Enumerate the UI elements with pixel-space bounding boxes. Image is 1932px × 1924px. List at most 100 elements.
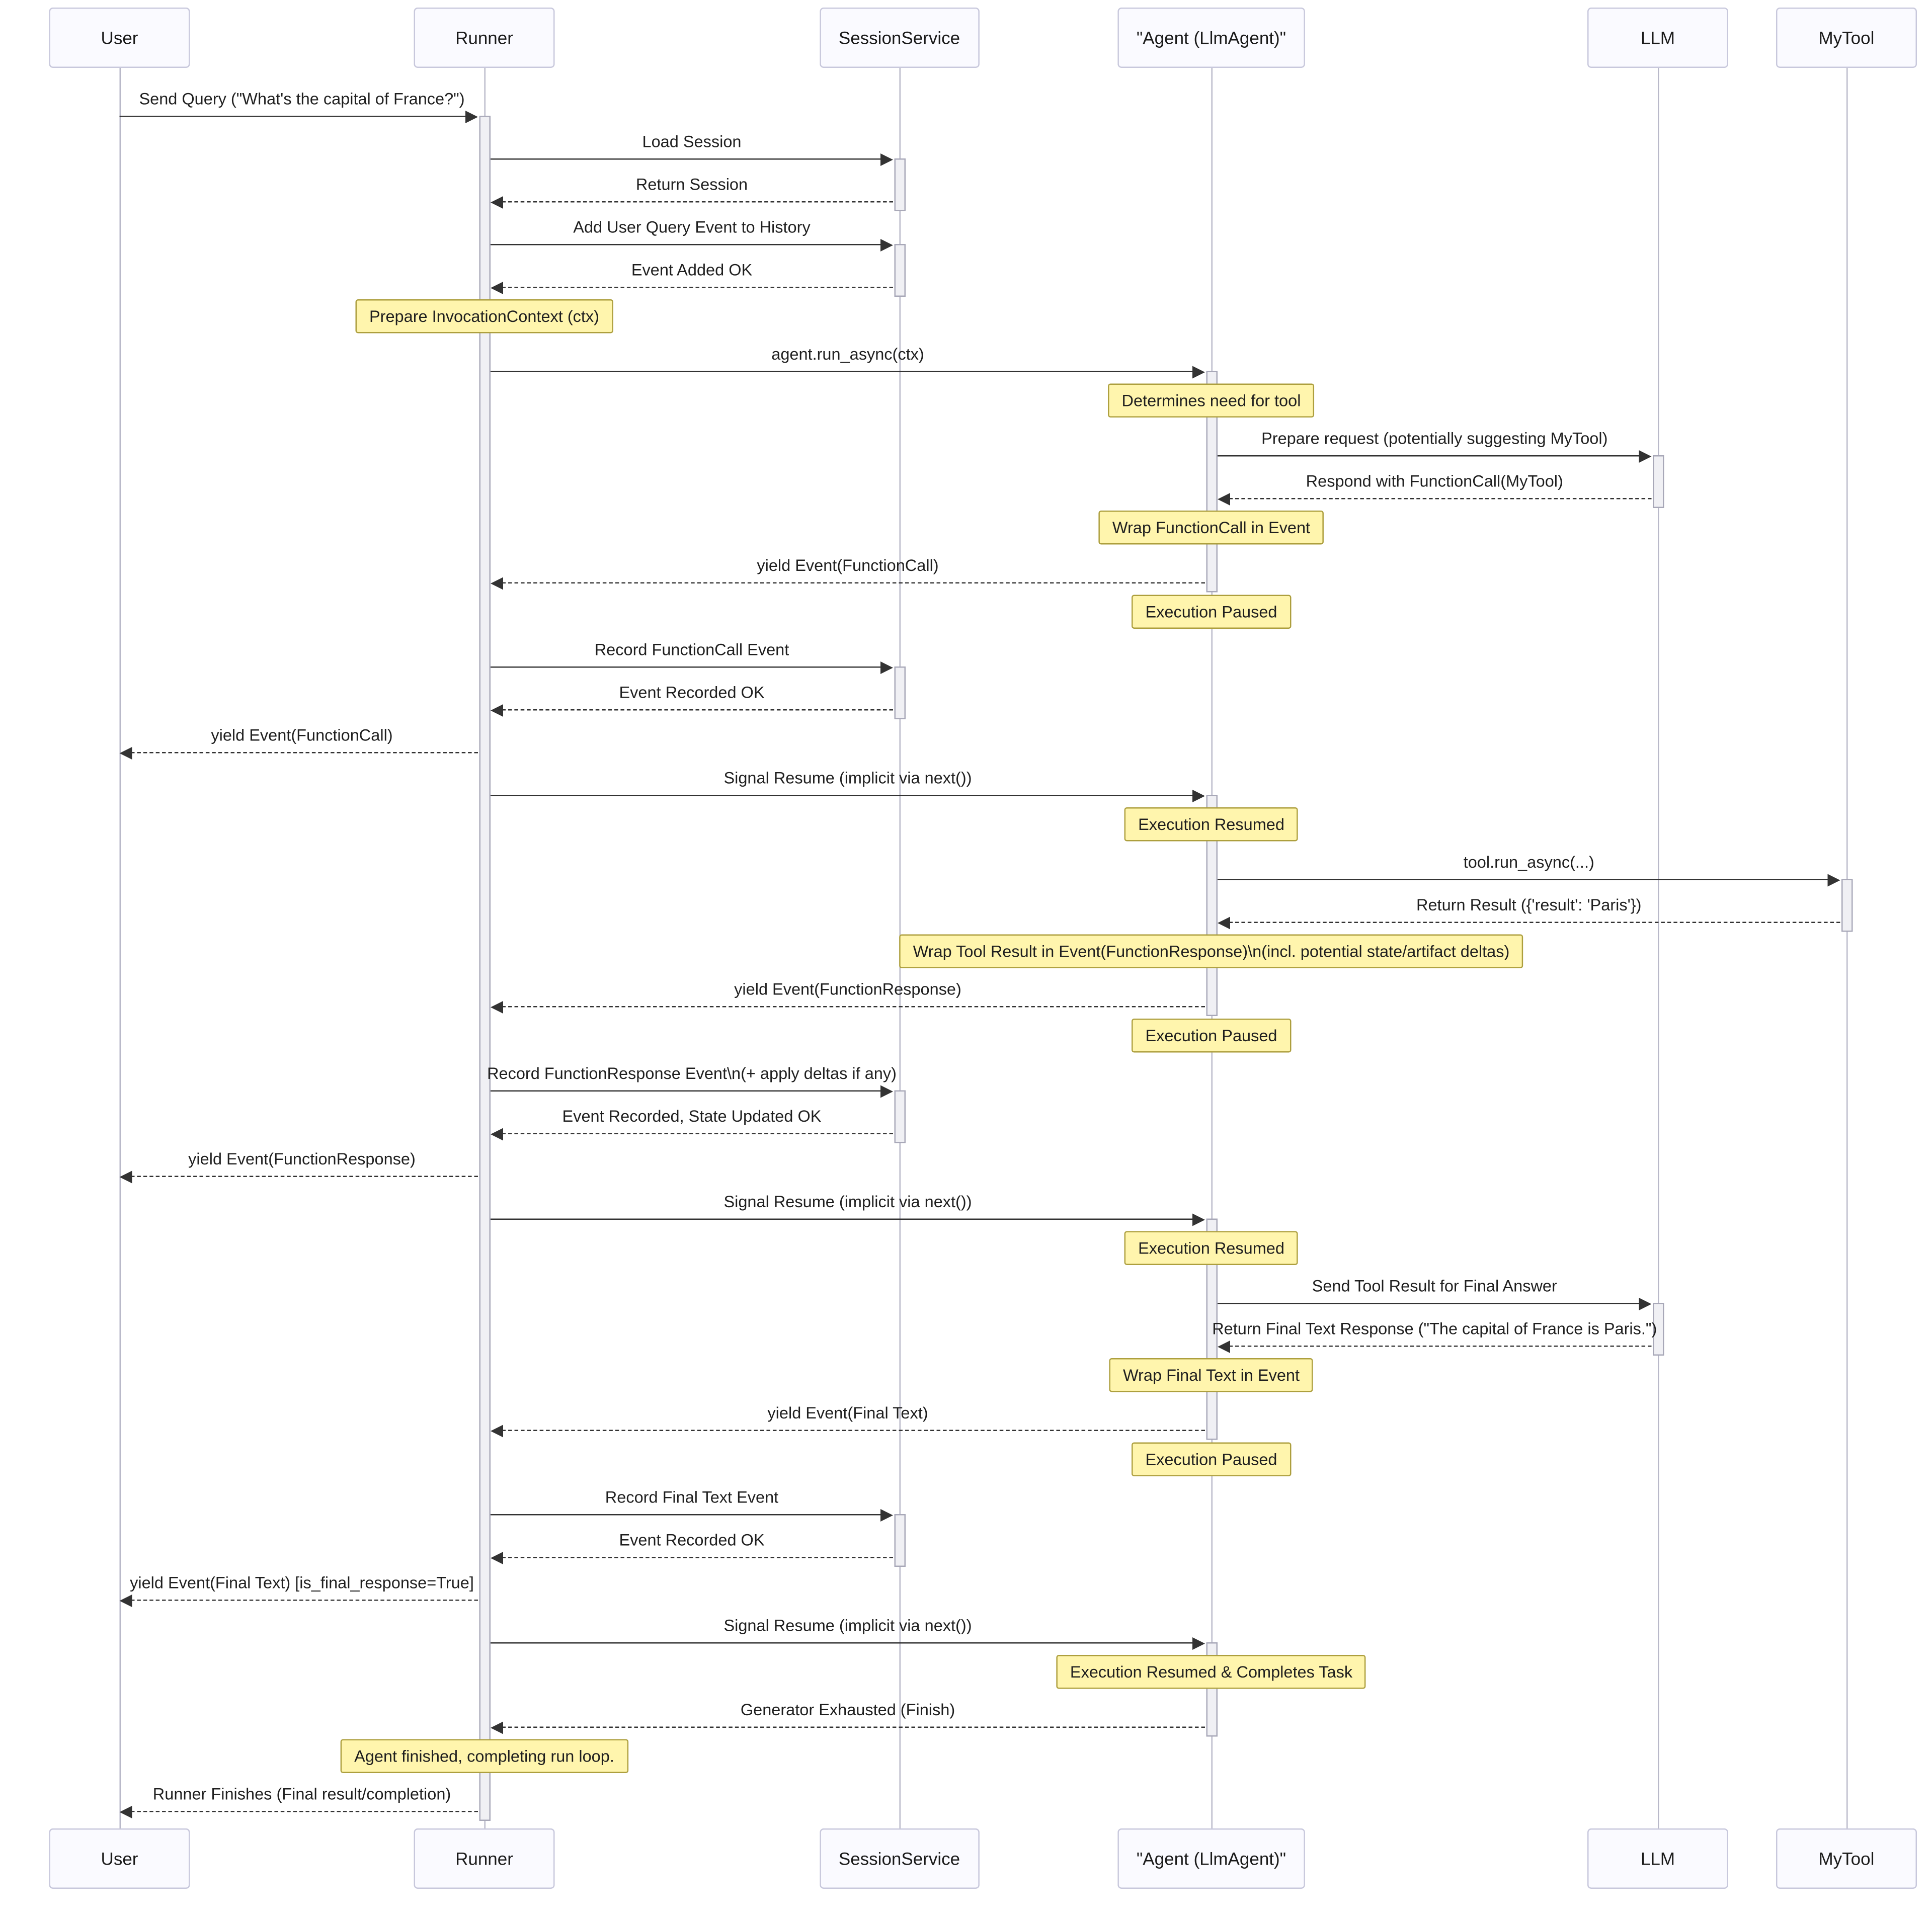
message-line — [491, 1642, 1194, 1644]
message-label: yield Event(FunctionCall) — [211, 725, 393, 745]
message-line — [1218, 455, 1640, 457]
note: Determines need for tool — [1108, 383, 1315, 417]
message-label: Add User Query Event to History — [573, 217, 811, 237]
note: Wrap Final Text in Event — [1109, 1358, 1314, 1392]
note: Execution Resumed & Completes Task — [1056, 1655, 1366, 1689]
activation-bar-mytool — [1840, 879, 1853, 932]
message-label: Record Final Text Event — [605, 1487, 779, 1507]
arrowhead — [119, 747, 132, 760]
message-label: yield Event(FunctionResponse) — [734, 979, 961, 999]
arrowhead — [1192, 366, 1205, 379]
message-label: Respond with FunctionCall(MyTool) — [1306, 471, 1563, 491]
message-label: tool.run_async(...) — [1463, 853, 1594, 872]
message-label: yield Event(FunctionCall) — [757, 556, 939, 575]
lifeline-user — [119, 68, 121, 1828]
message-label: Signal Resume (implicit via next()) — [723, 1616, 972, 1635]
arrowhead — [880, 661, 893, 674]
message-line — [491, 244, 882, 245]
message-line — [502, 709, 893, 711]
message-label: Event Recorded OK — [619, 683, 765, 702]
message-line — [1229, 498, 1652, 499]
activation-bar-llm — [1652, 1303, 1664, 1356]
arrowhead — [1639, 1298, 1652, 1310]
arrowhead — [1218, 1341, 1230, 1353]
arrowhead — [1192, 1637, 1205, 1650]
message-label: Signal Resume (implicit via next()) — [723, 1192, 972, 1211]
message-line — [1229, 922, 1840, 923]
message-line — [491, 1218, 1194, 1220]
arrowhead — [119, 1170, 132, 1184]
arrowhead — [119, 1595, 132, 1607]
participant-user-bottom: User — [49, 1828, 190, 1889]
note: Execution Paused — [1132, 1442, 1291, 1476]
participant-mytool-bottom: MyTool — [1776, 1828, 1917, 1889]
message-line — [502, 287, 893, 288]
message-label: Runner Finishes (Final result/completion… — [152, 1784, 451, 1804]
participant-session-bottom: SessionService — [820, 1828, 979, 1889]
message-line — [131, 1176, 478, 1177]
arrowhead — [880, 1085, 893, 1098]
note: Execution Paused — [1132, 1019, 1291, 1053]
note: Execution Paused — [1132, 595, 1291, 629]
message-label: yield Event(Final Text) — [767, 1403, 928, 1423]
message-label: Signal Resume (implicit via next()) — [723, 768, 972, 788]
message-line — [491, 1090, 882, 1092]
participant-mytool-top: MyTool — [1776, 8, 1917, 68]
arrowhead — [1192, 790, 1205, 802]
lifeline-mytool — [1846, 68, 1848, 1828]
arrowhead — [491, 1128, 503, 1141]
message-line — [491, 158, 882, 160]
note: Wrap FunctionCall in Event — [1098, 511, 1324, 545]
arrowhead — [119, 1806, 132, 1818]
participant-user-top: User — [49, 8, 190, 68]
message-label: Load Session — [642, 132, 742, 151]
participant-agent-bottom: "Agent (LlmAgent)" — [1117, 1828, 1305, 1889]
participant-session-top: SessionService — [820, 8, 979, 68]
arrowhead — [465, 111, 478, 123]
message-line — [491, 1514, 882, 1516]
arrowhead — [880, 153, 893, 166]
message-line — [502, 1726, 1205, 1728]
message-label: Event Recorded, State Updated OK — [562, 1107, 822, 1126]
arrowhead — [880, 1509, 893, 1522]
activation-bar-session — [894, 158, 905, 211]
note: Wrap Tool Result in Event(FunctionRespon… — [899, 934, 1523, 968]
message-line — [1218, 879, 1829, 880]
message-line — [131, 752, 478, 754]
arrowhead — [491, 196, 503, 209]
arrowhead — [1218, 493, 1230, 506]
message-label: yield Event(Final Text) [is_final_respon… — [130, 1573, 474, 1593]
arrowhead — [880, 239, 893, 252]
note: Agent finished, completing run loop. — [340, 1739, 628, 1773]
note: Prepare InvocationContext (ctx) — [355, 299, 613, 333]
message-line — [119, 116, 467, 117]
arrowhead — [1192, 1213, 1205, 1226]
message-line — [1229, 1346, 1652, 1347]
arrowhead — [491, 1425, 503, 1438]
message-label: agent.run_async(ctx) — [771, 345, 924, 364]
arrowhead — [491, 1721, 503, 1734]
message-label: Send Tool Result for Final Answer — [1312, 1276, 1557, 1296]
message-line — [491, 795, 1194, 796]
arrowhead — [1827, 874, 1840, 887]
message-line — [502, 1557, 893, 1558]
arrowhead — [491, 577, 503, 590]
message-label: Send Query ("What's the capital of Franc… — [139, 89, 465, 109]
arrowhead — [1218, 916, 1230, 930]
message-label: Record FunctionResponse Event\n(+ apply … — [487, 1064, 897, 1083]
arrowhead — [491, 282, 503, 294]
message-label: Event Added OK — [631, 260, 753, 280]
participant-agent-top: "Agent (LlmAgent)" — [1117, 8, 1305, 68]
message-line — [502, 1133, 893, 1134]
arrowhead — [491, 1552, 503, 1564]
message-label: Event Recorded OK — [619, 1530, 765, 1550]
activation-bar-session — [894, 244, 905, 297]
lifeline-llm — [1658, 68, 1659, 1828]
activation-bar-session — [894, 1514, 905, 1567]
message-label: Record FunctionCall Event — [594, 640, 789, 659]
message-line — [491, 371, 1194, 372]
participant-llm-bottom: LLM — [1587, 1828, 1728, 1889]
message-line — [131, 1811, 478, 1812]
